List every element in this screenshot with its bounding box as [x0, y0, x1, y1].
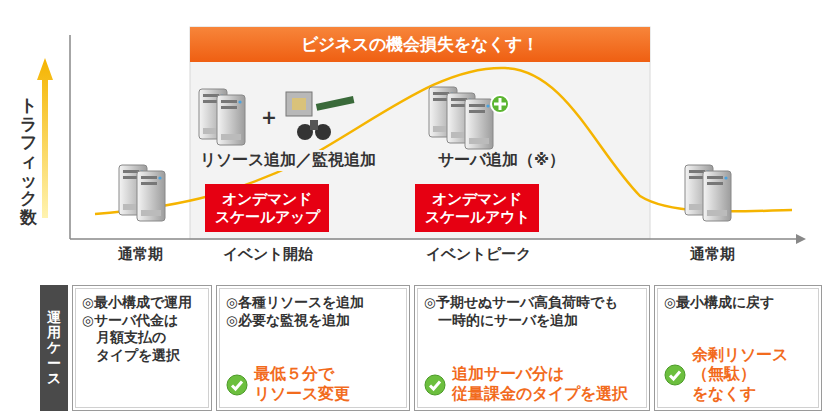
- highlight-row: 最低５分で リソース変更: [226, 365, 401, 404]
- server-icon: [119, 165, 165, 221]
- phase-label: 通常期: [642, 245, 782, 264]
- node-text: ◎サーバ代金は 月額支払の タイプを選択: [82, 312, 203, 365]
- node-text: 運用ケース: [47, 310, 61, 387]
- node-text: オンデマンド スケールアップ: [208, 190, 326, 226]
- step-label: サーバ追加（※）: [436, 150, 567, 171]
- highlight-text: 余剰リソース （無駄）をなくす: [692, 346, 813, 404]
- case-box: ◎最小構成で運用◎サーバ代金は 月額支払の タイプを選択: [72, 285, 212, 411]
- case-box: ◎予期せぬサーバ高負荷時でも 一時的にサーバを追加追加サーバ分は 従量課金のタイ…: [414, 285, 650, 411]
- phase-label: 通常期: [70, 245, 210, 264]
- event-zone: [190, 27, 650, 239]
- plus-sign: +: [261, 106, 277, 128]
- section-bar: 運用ケース: [40, 285, 68, 411]
- check-icon: [226, 374, 248, 396]
- scale-out-box: オンデマンド スケールアウト: [415, 184, 539, 232]
- highlight-row: 追加サーバ分は 従量課金のタイプを選択: [424, 365, 641, 404]
- server-icon: [199, 89, 245, 145]
- node-text: ビジネスの機会損失をなくす！: [301, 33, 539, 56]
- binoculars-icon: [297, 120, 331, 140]
- check-icon: [664, 364, 686, 386]
- server-icon: [685, 165, 731, 221]
- server-icon: [429, 87, 493, 149]
- case-box: ◎最小構成に戻す余剰リソース （無駄）をなくす: [654, 285, 822, 411]
- case-box: ◎各種リソースを追加◎必要な監視を追加最低５分で リソース変更: [216, 285, 410, 411]
- x-axis: [70, 238, 798, 240]
- traffic-arrow: [37, 58, 53, 218]
- step-label: リソース追加／監視追加: [198, 150, 378, 171]
- highlight-text: 追加サーバ分は 従量課金のタイプを選択: [452, 365, 637, 404]
- highlight-row: 余剰リソース （無駄）をなくす: [664, 346, 813, 404]
- node-text: オンデマンド スケールアウト: [418, 190, 536, 226]
- scale-up-box: オンデマンド スケールアップ: [205, 184, 329, 232]
- cpu-memory-icon: [286, 92, 354, 116]
- node-text: ◎必要な監視を追加: [226, 312, 401, 330]
- node-text: ◎予期せぬサーバ高負荷時でも 一時的にサーバを追加: [424, 294, 641, 329]
- headline-band: ビジネスの機会損失をなくす！: [190, 27, 650, 62]
- y-axis: [69, 35, 71, 239]
- check-icon: [424, 374, 446, 396]
- axis-label: トラフィック数: [20, 96, 37, 227]
- highlight-text: 最低５分で リソース変更: [254, 365, 384, 404]
- x-axis-head: [796, 234, 806, 244]
- add-icon: [491, 95, 509, 113]
- node-text: ◎最小構成で運用: [82, 294, 203, 312]
- node-text: ◎最小構成に戻す: [664, 294, 813, 312]
- phase-label: イベントピーク: [408, 245, 548, 264]
- phase-label: イベント開始: [198, 245, 338, 264]
- node-text: ◎各種リソースを追加: [226, 294, 401, 312]
